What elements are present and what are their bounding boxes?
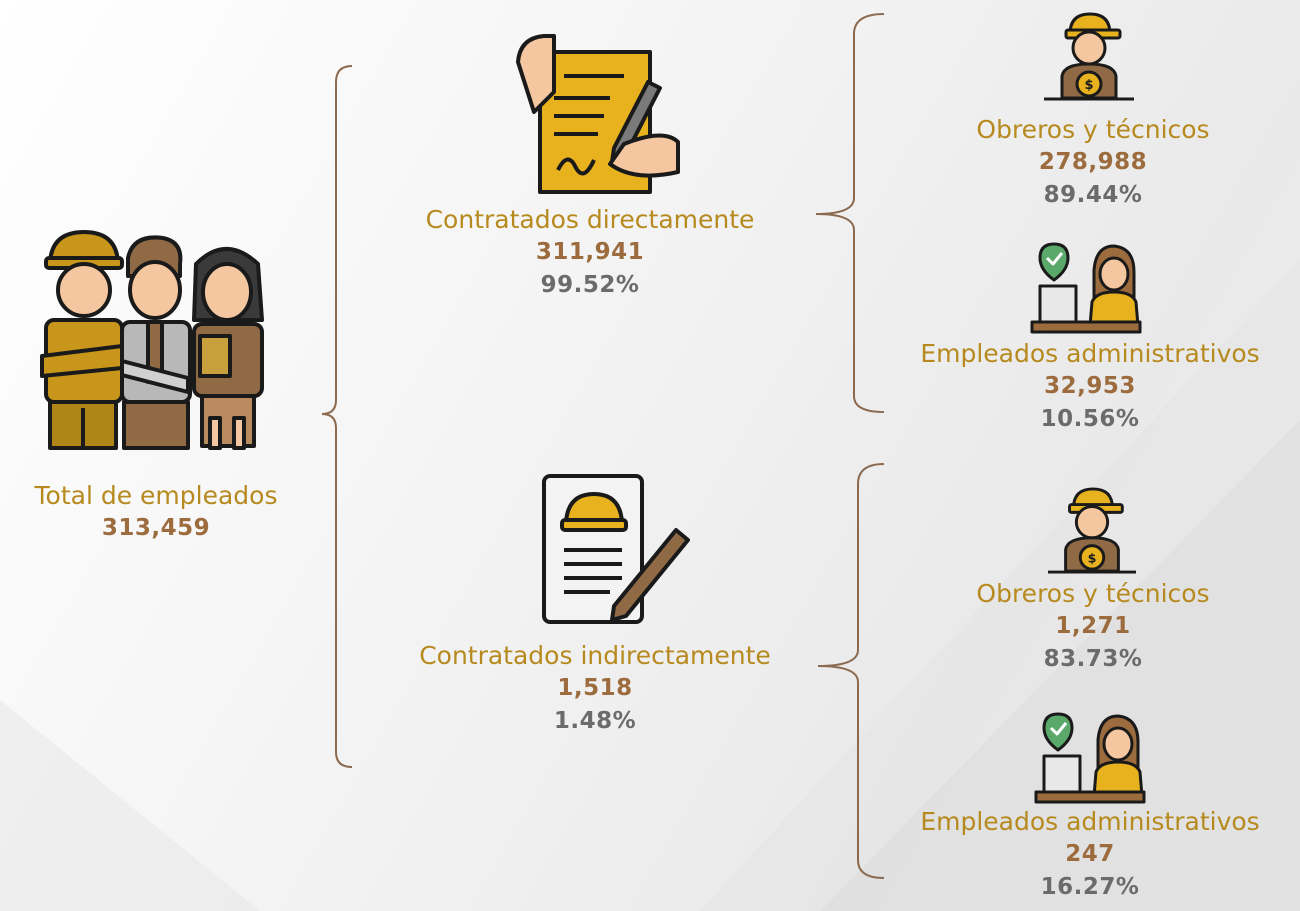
direct-admin-percent: 10.56% [1040,406,1140,432]
direct-bracket [815,13,885,413]
direct-admin-block: Empleados administrativos 32,953 10.56% [884,338,1296,436]
direct-obreros-label: Obreros y técnicos [976,115,1210,144]
total-value: 313,459 [101,515,211,541]
indirect-bracket [817,463,885,879]
office-employee-icon [1034,712,1146,804]
svg-text:$: $ [1088,550,1097,565]
indirect-block: Contratados indirectamente 1,518 1.48% [370,640,820,738]
direct-block: Contratados directamente 311,941 99.52% [380,204,800,302]
main-bracket [321,65,353,768]
total-label: Total de empleados [34,481,278,510]
indirect-value: 1,518 [557,675,633,701]
indirect-obreros-block: Obreros y técnicos 1,271 83.73% [900,578,1286,676]
total-block: Total de empleados 313,459 [0,480,312,545]
indirect-obreros-label: Obreros y técnicos [976,579,1210,608]
workers-group-icon [40,230,264,450]
indirect-percent: 1.48% [553,708,637,734]
indirect-admin-percent: 16.27% [1040,874,1140,900]
indirect-admin-value: 247 [1065,841,1115,867]
direct-obreros-value: 278,988 [1038,149,1148,175]
indirect-label: Contratados indirectamente [419,641,771,670]
office-employee-icon [1030,242,1142,334]
svg-text:$: $ [1084,78,1093,93]
direct-obreros-percent: 89.44% [1043,182,1143,208]
direct-label: Contratados directamente [425,205,755,234]
direct-obreros-block: Obreros y técnicos 278,988 89.44% [900,114,1286,212]
direct-admin-label: Empleados administrativos [920,339,1260,368]
signing-contract-icon [516,34,680,194]
worker-coin-icon: $ [1048,487,1136,574]
indirect-admin-block: Empleados administrativos 247 16.27% [884,806,1296,904]
worker-coin-icon: $ [1044,12,1134,101]
direct-admin-value: 32,953 [1044,373,1136,399]
indirect-admin-label: Empleados administrativos [920,807,1260,836]
indirect-obreros-value: 1,271 [1055,613,1131,639]
direct-percent: 99.52% [540,272,640,298]
indirect-obreros-percent: 83.73% [1043,646,1143,672]
helmet-document-icon [542,474,690,624]
direct-value: 311,941 [535,239,645,265]
